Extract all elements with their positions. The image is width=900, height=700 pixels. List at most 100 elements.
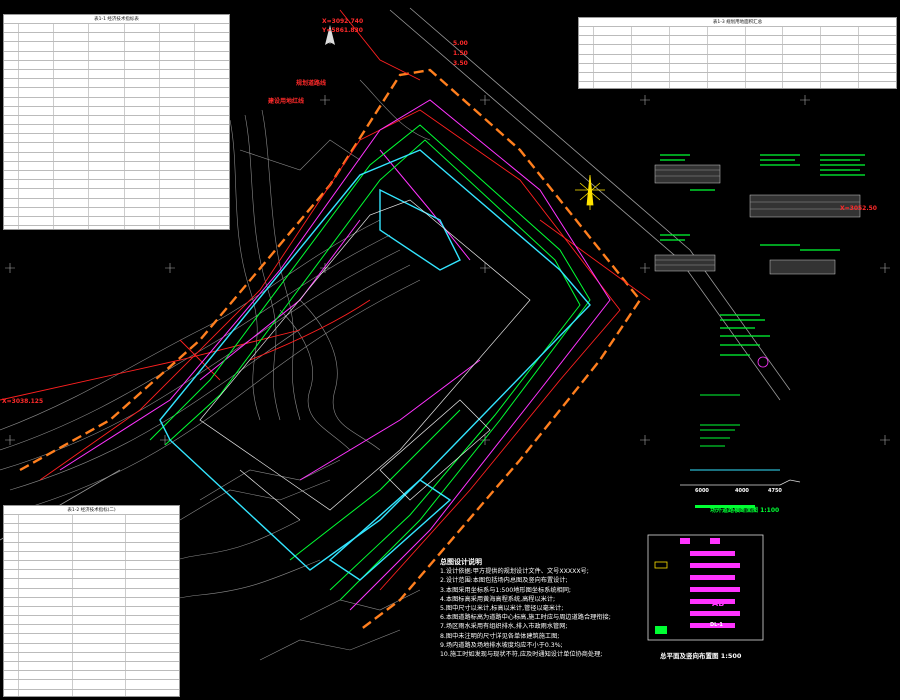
table-cell	[706, 54, 745, 63]
table-cell	[4, 171, 18, 179]
table-cell	[158, 171, 194, 180]
table-cell	[18, 115, 53, 125]
table-cell	[158, 216, 194, 226]
table-row	[4, 679, 179, 689]
table-cell	[88, 97, 123, 106]
table-row	[579, 62, 896, 72]
table-cell	[158, 226, 194, 229]
table-row	[4, 68, 229, 79]
table-cell	[158, 60, 194, 69]
green-road-lines	[149, 124, 591, 601]
table-cell	[53, 198, 88, 207]
table-cell	[193, 69, 229, 79]
table-cell	[820, 72, 858, 82]
table-row	[4, 559, 179, 570]
table-cell	[71, 671, 126, 680]
table-cell	[88, 143, 123, 152]
table-cell	[71, 662, 126, 671]
table-cell	[88, 226, 123, 229]
table-cell	[18, 33, 53, 42]
table-cell	[4, 24, 18, 32]
table-cell	[668, 36, 707, 45]
table-cell	[88, 115, 123, 125]
table-cell	[53, 51, 88, 60]
table-cell	[18, 106, 53, 115]
notes-item: 7.场区雨水采用有组织排水,排入市政雨水管网;	[440, 623, 568, 631]
table-row	[4, 87, 229, 97]
plan-title: 总平面及竖向布置图 1:500	[660, 652, 742, 660]
table-cell	[782, 82, 820, 88]
property-boundary[interactable]	[19, 68, 642, 631]
table-cell	[18, 634, 72, 643]
table-cell	[630, 63, 669, 72]
table-cell	[88, 60, 123, 69]
table-cell	[71, 588, 126, 597]
table-row	[4, 624, 179, 634]
table-cell	[18, 616, 72, 625]
table-cell	[125, 570, 179, 579]
table-cell	[744, 54, 783, 63]
table-cell	[18, 588, 72, 597]
table-cell	[53, 171, 88, 180]
table-cell	[123, 69, 159, 79]
table-cell	[71, 579, 126, 588]
building-details	[199, 199, 531, 521]
table-cell	[125, 533, 179, 542]
table-cell	[706, 45, 745, 54]
notes-item: 3.本图采用坐标系与1:500地形图坐标系统相同;	[440, 586, 572, 594]
table-cell	[71, 551, 126, 560]
table-cell	[125, 597, 179, 606]
table-row	[4, 96, 229, 106]
building-outline[interactable]	[159, 149, 591, 581]
table-cell	[4, 79, 18, 87]
table-row	[4, 142, 229, 152]
table-cell	[782, 63, 820, 72]
table-row	[4, 670, 179, 680]
table-row	[579, 81, 896, 88]
table-cell	[4, 153, 18, 161]
table-cell	[668, 54, 707, 63]
table-cell	[579, 45, 593, 53]
economic-index-table-2[interactable]: 表1-2 经济技术指标(二)	[3, 505, 180, 697]
table-cell	[820, 54, 858, 63]
table-cell	[18, 161, 53, 170]
table-cell	[158, 125, 194, 134]
table-cell	[123, 171, 159, 180]
table-cell	[858, 82, 896, 88]
table-cell	[123, 88, 159, 97]
red-setback-lines	[0, 9, 651, 591]
table-cell	[4, 680, 18, 688]
land-area-summary-table[interactable]: 表1-3 规划用地面积汇总	[578, 17, 897, 89]
label-coord-left: X=3038.125	[2, 398, 44, 405]
table-title: 表1-2 经济技术指标(二)	[67, 508, 116, 513]
table-cell	[88, 216, 123, 226]
notes-item: 9.场内道路及场地排水坡度均应不小于0.3%;	[440, 641, 563, 649]
table-cell	[53, 33, 88, 42]
table-cell	[593, 54, 631, 63]
table-cell	[123, 134, 159, 143]
table-cell	[71, 689, 126, 696]
section-dim-3: 4750	[768, 488, 782, 494]
table-cell	[123, 79, 159, 88]
table-cell	[668, 63, 707, 72]
table-cell	[18, 226, 53, 229]
label-planning-road: 规划道路线	[296, 80, 327, 87]
table-cell	[53, 69, 88, 79]
table-cell	[71, 597, 126, 606]
table-cell	[4, 33, 18, 41]
construction-details	[654, 154, 865, 508]
economic-index-table[interactable]: 表1-1 经济技术指标表	[3, 14, 230, 230]
table-cell	[53, 226, 88, 229]
notes-item: 6.本图道路标高为道路中心标高,施工时应与周边道路合理衔接;	[440, 614, 611, 622]
table-cell	[668, 82, 707, 88]
table-cell	[18, 216, 53, 226]
table-cell	[4, 42, 18, 50]
table-cell	[88, 24, 123, 33]
table-row	[4, 514, 179, 524]
table-cell	[18, 643, 72, 652]
table-cell	[4, 552, 18, 560]
table-row	[4, 206, 229, 216]
table-cell	[4, 644, 18, 652]
table-cell	[18, 524, 72, 533]
